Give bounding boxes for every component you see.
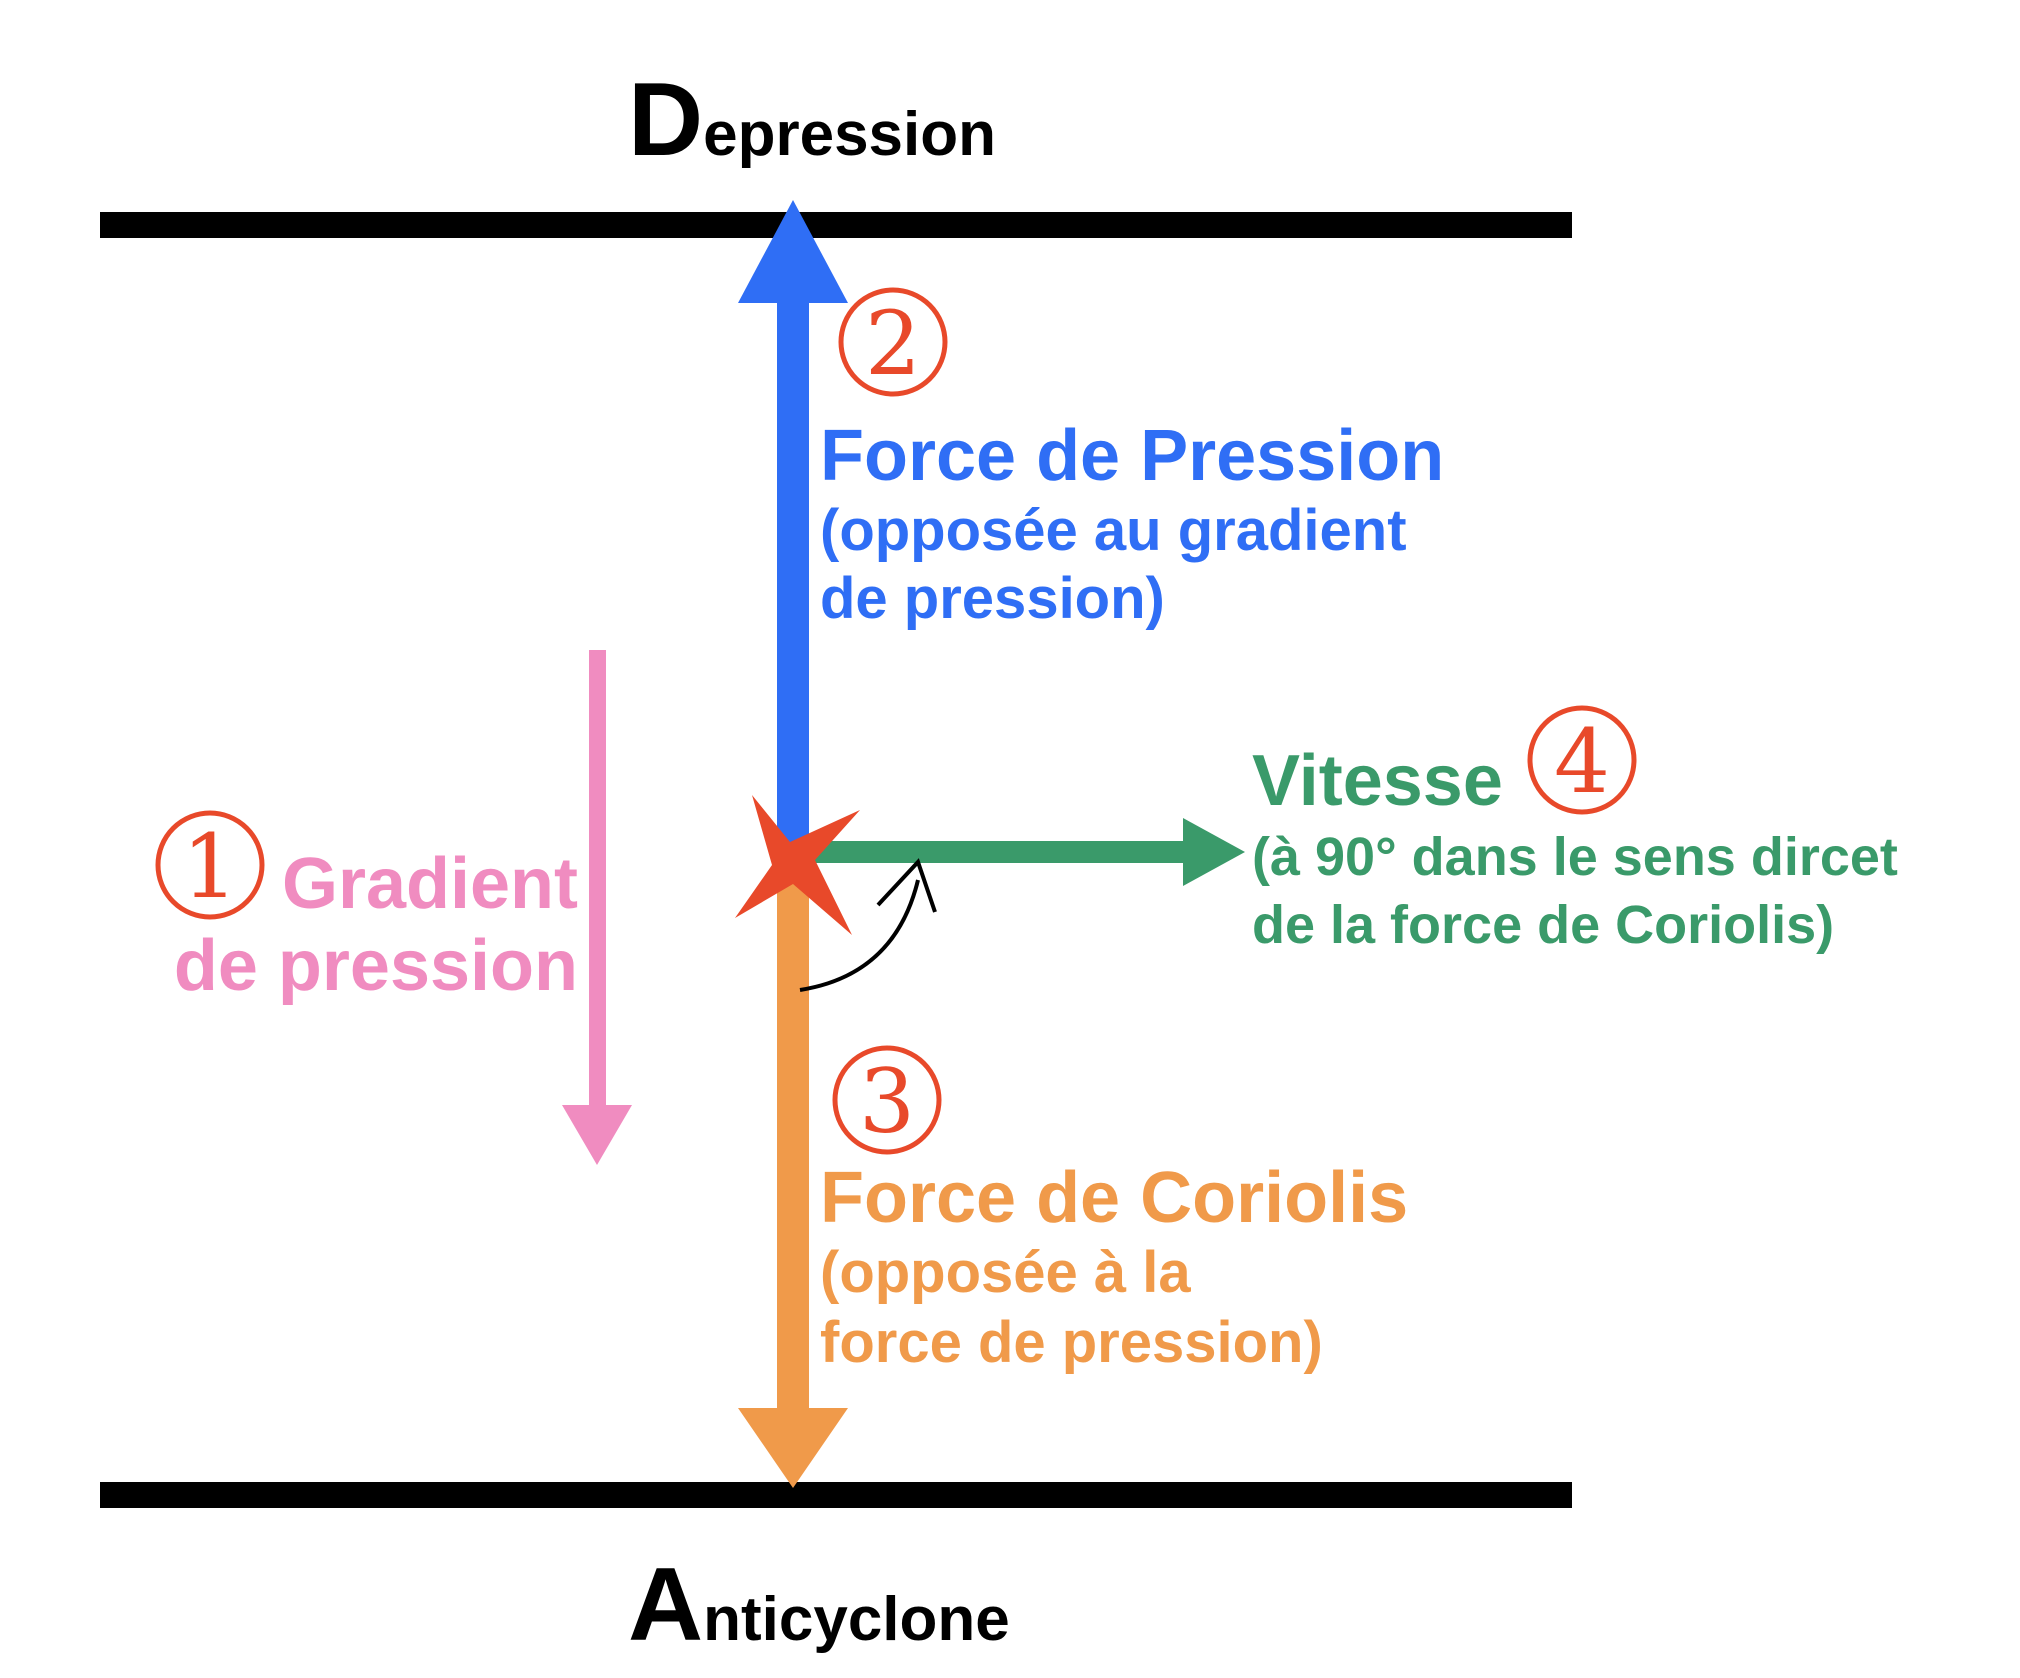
depression-label: Depression — [628, 62, 996, 178]
depression-initial: D — [628, 62, 703, 178]
number-3-text: 3 — [859, 1050, 915, 1153]
top-isobar-line — [100, 212, 1572, 238]
pressure-force-arrow-head — [738, 200, 848, 303]
gradient-title: Gradient — [282, 844, 578, 924]
number-badge-2: 2 — [838, 287, 948, 397]
coriolis-force-note-1: (opposée à la — [820, 1240, 1191, 1305]
number-badge-4: 4 — [1527, 705, 1637, 815]
pressure-force-note-2: de pression) — [820, 566, 1165, 631]
gradient-subtitle: de pression — [174, 926, 578, 1006]
number-1-text: 1 — [182, 815, 238, 918]
gradient-arrow-shaft — [589, 650, 606, 1120]
velocity-arrow-head — [1183, 818, 1245, 886]
pressure-force-title: Force de Pression — [820, 416, 1444, 496]
coriolis-force-title: Force de Coriolis — [820, 1158, 1408, 1238]
pressure-force-arrow-shaft — [777, 290, 809, 860]
rotation-arc-arrow — [799, 879, 920, 992]
gradient-arrow-head — [562, 1105, 632, 1165]
coriolis-force-arrow-head — [738, 1408, 848, 1488]
coriolis-force-note-2: force de pression) — [820, 1310, 1323, 1375]
depression-rest: epression — [703, 100, 996, 169]
pressure-force-note-1: (opposée au gradient — [820, 498, 1407, 563]
anticyclone-label: Anticyclone — [628, 1547, 1010, 1663]
coriolis-force-arrow-shaft — [777, 858, 809, 1418]
anticyclone-rest: nticyclone — [703, 1585, 1010, 1654]
rotation-arc-arrow-head — [876, 858, 937, 913]
number-4-text: 4 — [1554, 710, 1610, 813]
velocity-note-2: de la force de Coriolis) — [1252, 895, 1834, 955]
velocity-arrow-shaft — [805, 841, 1200, 863]
number-badge-3: 3 — [832, 1045, 942, 1155]
bottom-isobar-line — [100, 1482, 1572, 1508]
number-2-text: 2 — [865, 292, 921, 395]
velocity-title: Vitesse — [1252, 741, 1503, 821]
origin-star-icon — [735, 795, 860, 935]
anticyclone-initial: A — [628, 1547, 703, 1663]
number-badge-1: 1 — [155, 810, 265, 920]
velocity-note-1: (à 90° dans le sens dircet — [1252, 827, 1898, 887]
